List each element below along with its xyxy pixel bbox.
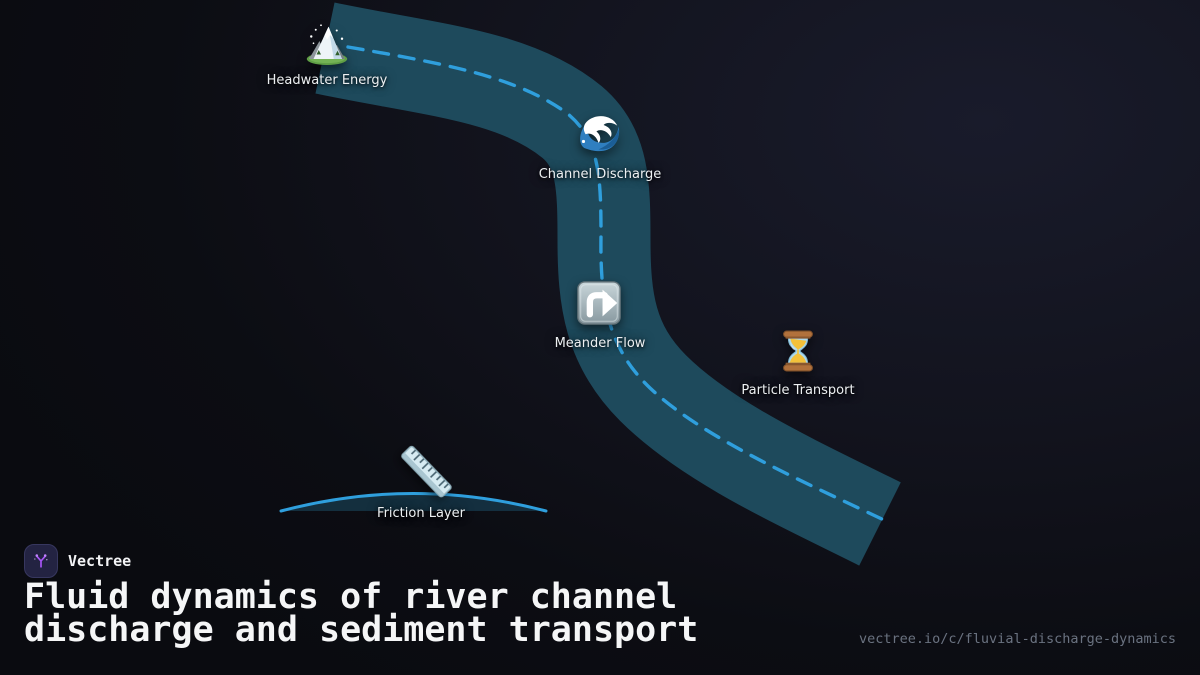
page-title-line2: discharge and sediment transport [24,610,699,650]
ruler-icon [397,444,454,502]
node-label-headwater-energy: Headwater Energy [266,73,388,88]
flow-centerline-dashed [346,45,888,523]
node-label-meander-flow: Meander Flow [554,336,646,351]
node-label-channel-discharge: Channel Discharge [538,167,662,182]
brand-name: Vectree [68,552,132,570]
river-channel-band [315,2,901,566]
vectree-logo-icon [24,544,58,578]
mountain-snow-icon [303,20,351,72]
brand-row: Vectree [24,544,131,578]
friction-layer-arc [279,492,548,513]
node-label-friction-layer: Friction Layer [377,506,465,521]
node-label-particle-transport: Particle Transport [741,383,855,398]
water-wave-icon [577,112,623,162]
footer-url: vectree.io/c/fluvial-discharge-dynamics [859,631,1176,647]
page-title: Fluid dynamics of river channel discharg… [24,577,699,650]
hourglass-icon [776,328,820,378]
page-title-line1: Fluid dynamics of river channel [24,577,678,617]
curving-arrow-icon [577,281,622,330]
